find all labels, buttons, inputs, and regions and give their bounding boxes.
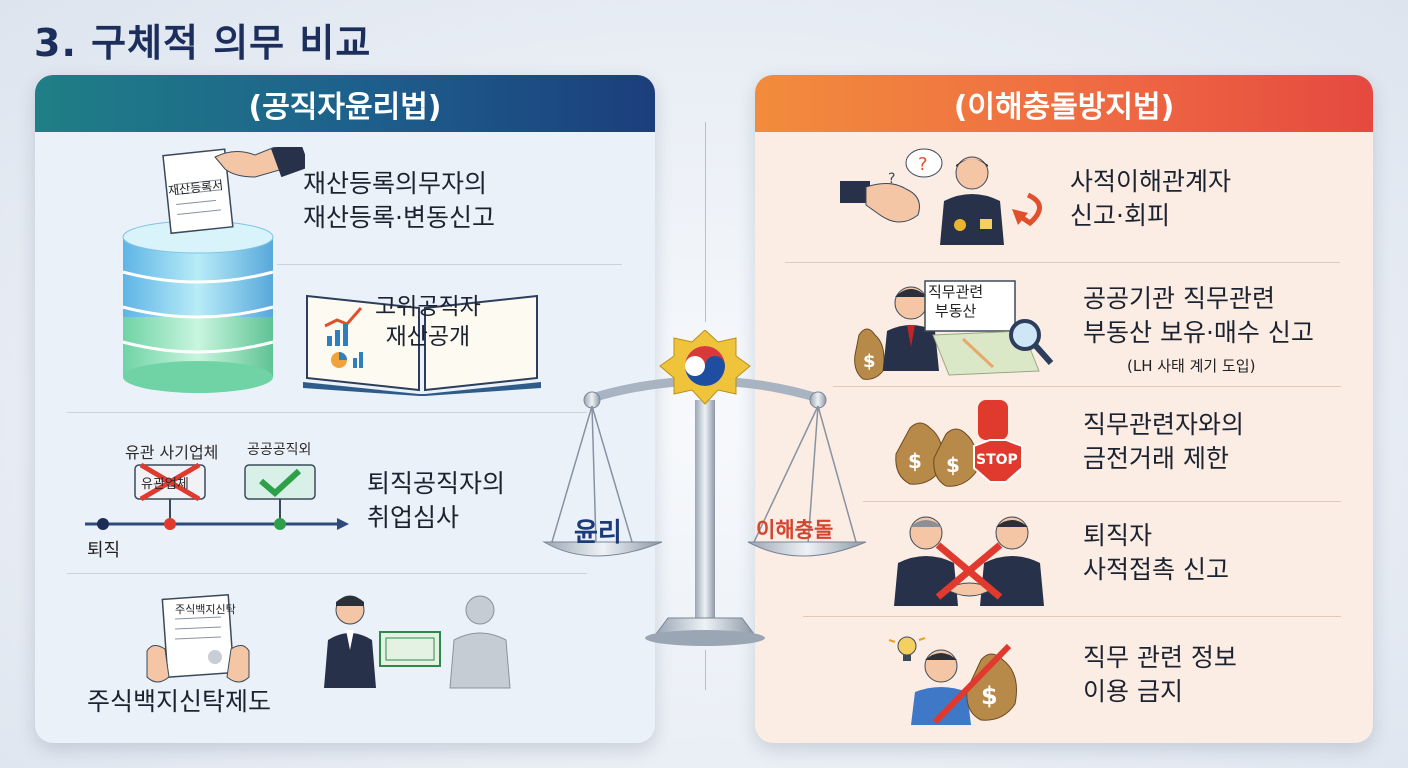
svg-text:?: ? xyxy=(918,154,928,175)
property-registration-icon xyxy=(122,147,305,393)
conflict-act-header: (이해충돌방지법) xyxy=(755,75,1373,132)
left-item-2-text: 고위공직자 재산공개 xyxy=(375,294,481,350)
center-divider-top xyxy=(705,122,706,322)
right-sep-2 xyxy=(833,386,1341,387)
conflict-act-panel: (이해충돌방지법) ? ? 사적이해관계자 신고·회피 $ 직무관련 부동산 공… xyxy=(755,75,1373,743)
svg-text:$: $ xyxy=(908,449,922,473)
stop-sign-text: STOP xyxy=(976,452,1018,468)
real-estate-sign: 직무관련 부동산 xyxy=(928,283,984,320)
left-item-4-text: 주식백지신탁제도 xyxy=(87,687,272,716)
ethics-act-header: (공직자윤리법) xyxy=(35,75,655,132)
scale-left-pan-label: 윤리 xyxy=(574,518,622,548)
left-sep-1 xyxy=(277,264,622,265)
trust-certificate-icon xyxy=(146,593,250,683)
money-stop-icon: $ $ xyxy=(895,400,1023,487)
right-sep-4 xyxy=(803,616,1341,617)
trust-doc-label: 주식백지신탁 xyxy=(175,603,236,616)
svg-text:?: ? xyxy=(888,171,895,187)
info-use-ban-icon: $ xyxy=(888,636,1017,725)
svg-text:$: $ xyxy=(863,351,876,372)
ethics-act-panel: (공직자윤리법) 재산등록서 재산등록의무자의 재산등록·변동신고 xyxy=(35,75,655,743)
svg-text:$: $ xyxy=(981,682,998,710)
left-item-3-text: 퇴직공직자의 취업심사 xyxy=(367,469,506,532)
retiree-contact-icon xyxy=(894,516,1044,606)
open-book-icon xyxy=(303,294,541,396)
right-item-2-text: 공공기관 직무관련 부동산 보유·매수 신고 xyxy=(1083,284,1314,347)
real-estate-report-icon: $ xyxy=(854,280,1054,380)
related-company-box-label: 유관업체 xyxy=(141,477,189,492)
public-job-label: 공공공직외 xyxy=(247,442,312,458)
right-item-3-text: 직무관련자와의 금전거래 제한 xyxy=(1083,410,1245,473)
right-item-4-text: 퇴직자 사적접촉 신고 xyxy=(1083,521,1229,584)
svg-text:$: $ xyxy=(946,453,960,477)
employment-screening-timeline xyxy=(85,462,349,530)
handshake-report-icon: ? ? xyxy=(840,148,1042,245)
right-item-1-text: 사적이해관계자 신고·회피 xyxy=(1070,167,1232,230)
left-item-1-text: 재산등록의무자의 재산등록·변동신고 xyxy=(303,169,495,232)
related-company-label: 유관 사기업체 xyxy=(125,443,219,462)
left-sep-2 xyxy=(67,412,587,413)
right-item-2-note: (LH 사태 계기 도입) xyxy=(1127,357,1256,375)
right-sep-1 xyxy=(785,262,1340,263)
right-sep-3 xyxy=(863,501,1341,502)
center-divider-bottom xyxy=(705,650,706,690)
left-sep-3 xyxy=(67,573,587,574)
page-title: 3. 구체적 의무 비교 xyxy=(34,21,372,65)
trust-handover-icon xyxy=(324,595,511,689)
scale-right-pan-label: 이해충돌 xyxy=(756,518,834,542)
balance-scale xyxy=(542,330,867,646)
right-item-5-text: 직무 관련 정보 이용 금지 xyxy=(1083,643,1237,706)
retirement-label: 퇴직 xyxy=(87,540,121,561)
